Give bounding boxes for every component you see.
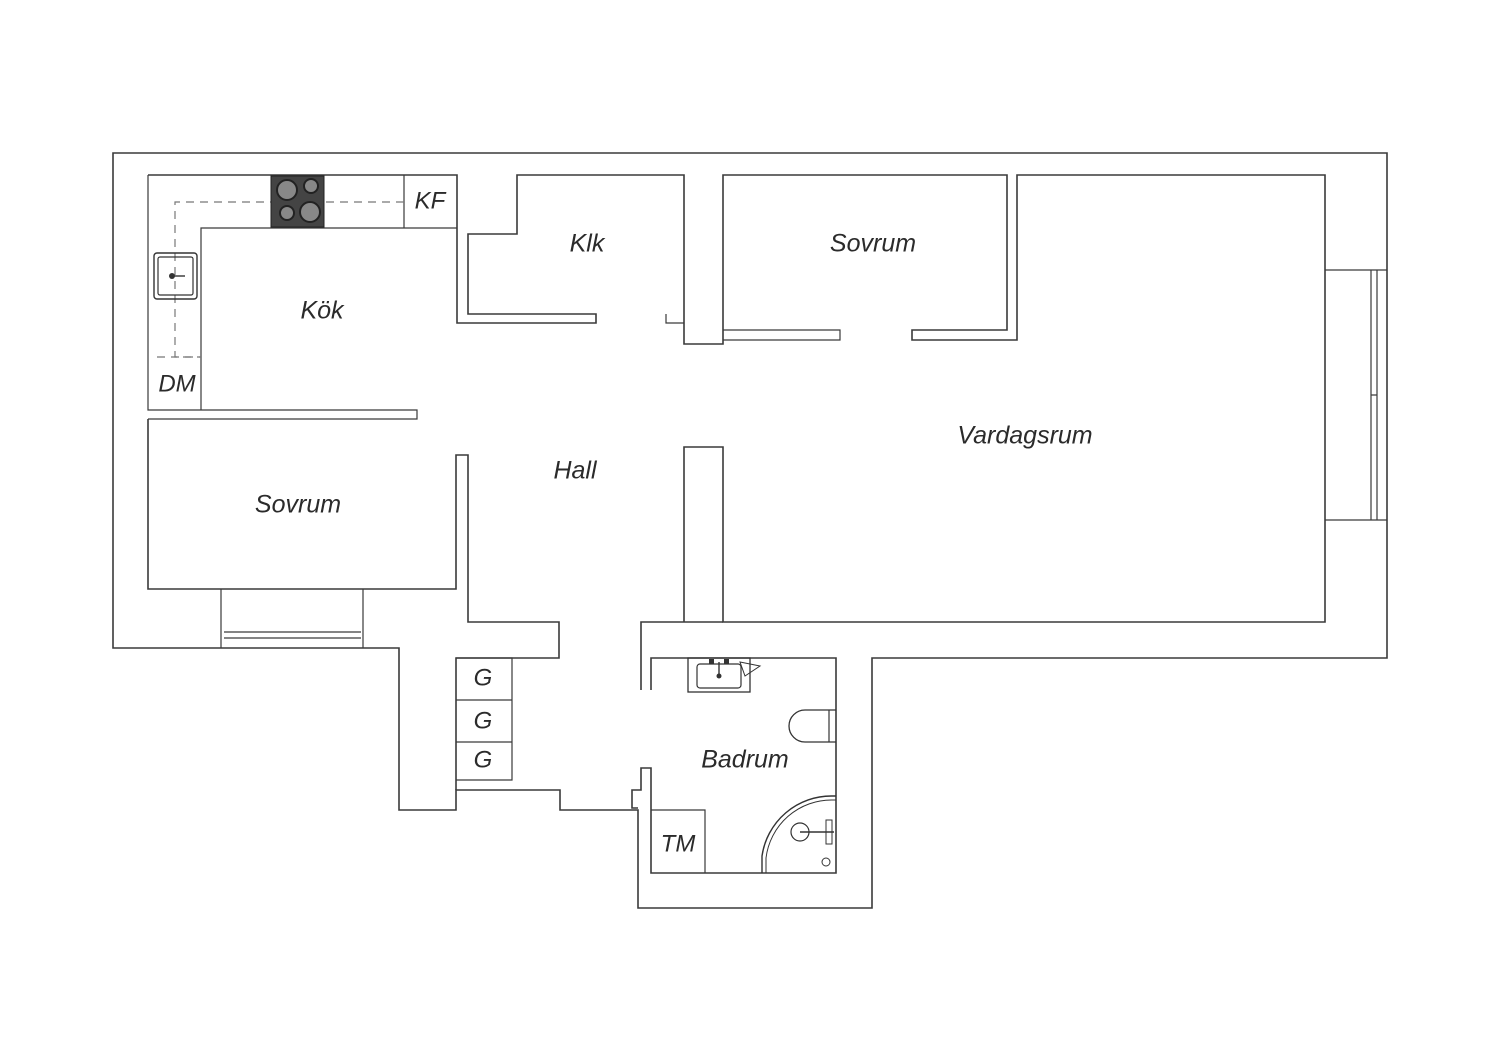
room-label-klk: Klk	[570, 230, 606, 258]
room-label-hall: Hall	[553, 457, 598, 485]
toilet-icon	[788, 709, 836, 743]
kitchen-counter-inner	[200, 227, 457, 410]
fixture-label-dm: DM	[158, 370, 195, 397]
window-left	[220, 589, 364, 648]
room-label-sovrum-top: Sovrum	[830, 230, 916, 258]
shower-icon	[761, 795, 836, 873]
tm-box	[651, 809, 706, 873]
klk-wall	[665, 314, 684, 324]
sovrum-left-wall	[147, 419, 560, 790]
kitchen-wall	[148, 174, 1326, 623]
fixture-label-g1: G	[474, 664, 493, 691]
sovrum-top-wall	[723, 329, 841, 341]
window-right	[1325, 269, 1387, 521]
stove-icon	[270, 175, 325, 228]
kitchen-sink-icon	[153, 252, 198, 300]
room-label-sovrum-left: Sovrum	[255, 491, 341, 519]
fixture-label-tm: TM	[661, 830, 696, 857]
room-label-kok: Kök	[300, 297, 345, 325]
fixture-label-g3: G	[474, 746, 493, 773]
room-label-badrum: Badrum	[701, 746, 789, 774]
bathroom-wall	[631, 621, 837, 874]
wash-basin-icon	[687, 657, 762, 693]
room-label-vardagsrum: Vardagsrum	[957, 422, 1092, 450]
wardrobe-block	[456, 657, 513, 781]
outer-wall	[112, 152, 1388, 909]
fixture-label-g2: G	[474, 707, 493, 734]
kitchen-counter	[147, 175, 418, 420]
fixture-label-kf: KF	[415, 187, 447, 214]
